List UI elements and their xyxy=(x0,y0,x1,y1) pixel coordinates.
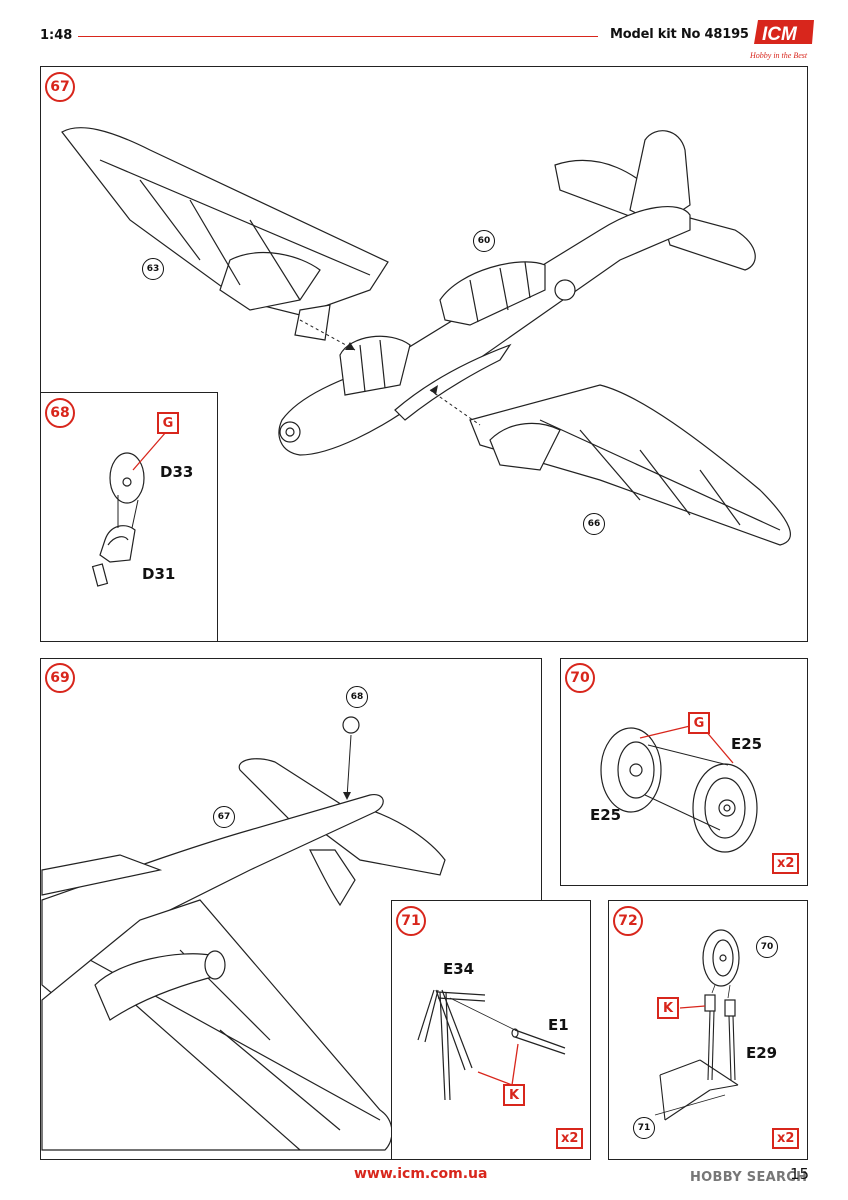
ref-70: 70 xyxy=(756,936,778,958)
hobby-search-watermark: HOBBY SEARCH xyxy=(690,1170,808,1185)
ref-68: 68 xyxy=(346,686,368,708)
part-e1: E1 xyxy=(548,1016,569,1034)
page-number: 15 xyxy=(790,1165,810,1183)
step-69-badge: 69 xyxy=(45,663,75,693)
ref-63: 63 xyxy=(142,258,164,280)
multiplier-x2-71: x2 xyxy=(556,1128,584,1149)
step-68-panel xyxy=(40,392,218,642)
ref-71: 71 xyxy=(633,1117,655,1139)
ref-66: 66 xyxy=(583,513,605,535)
ref-67: 67 xyxy=(213,806,235,828)
part-e34: E34 xyxy=(443,960,475,978)
multiplier-x2-72: x2 xyxy=(772,1128,800,1149)
step-68-badge: 68 xyxy=(45,398,75,428)
paint-callout-g-70: G xyxy=(688,712,710,734)
website-url: www.icm.com.ua xyxy=(354,1166,488,1182)
svg-text:ICM: ICM xyxy=(762,24,798,45)
step-70-panel xyxy=(560,658,808,886)
part-e25-top: E25 xyxy=(731,735,763,753)
paint-callout-k-72: K xyxy=(657,997,679,1019)
scale-label: 1:48 xyxy=(40,28,73,43)
kit-number: Model kit No 48195 xyxy=(610,27,749,42)
step-71-badge: 71 xyxy=(396,906,426,936)
step-72-badge: 72 xyxy=(613,906,643,936)
part-e29: E29 xyxy=(746,1044,778,1062)
step-67-badge: 67 xyxy=(45,72,75,102)
multiplier-x2-70: x2 xyxy=(772,853,800,874)
paint-callout-g: G xyxy=(157,412,179,434)
part-e25-bottom: E25 xyxy=(590,806,622,824)
icm-logo: ICM Hobby in the Best xyxy=(749,20,814,60)
part-d31: D31 xyxy=(142,565,176,583)
step-70-badge: 70 xyxy=(565,663,595,693)
header-rule xyxy=(78,36,598,37)
part-d33: D33 xyxy=(160,463,194,481)
paint-callout-k-71: K xyxy=(503,1084,525,1106)
ref-60: 60 xyxy=(473,230,495,252)
svg-text:Hobby in the Best: Hobby in the Best xyxy=(749,51,808,60)
